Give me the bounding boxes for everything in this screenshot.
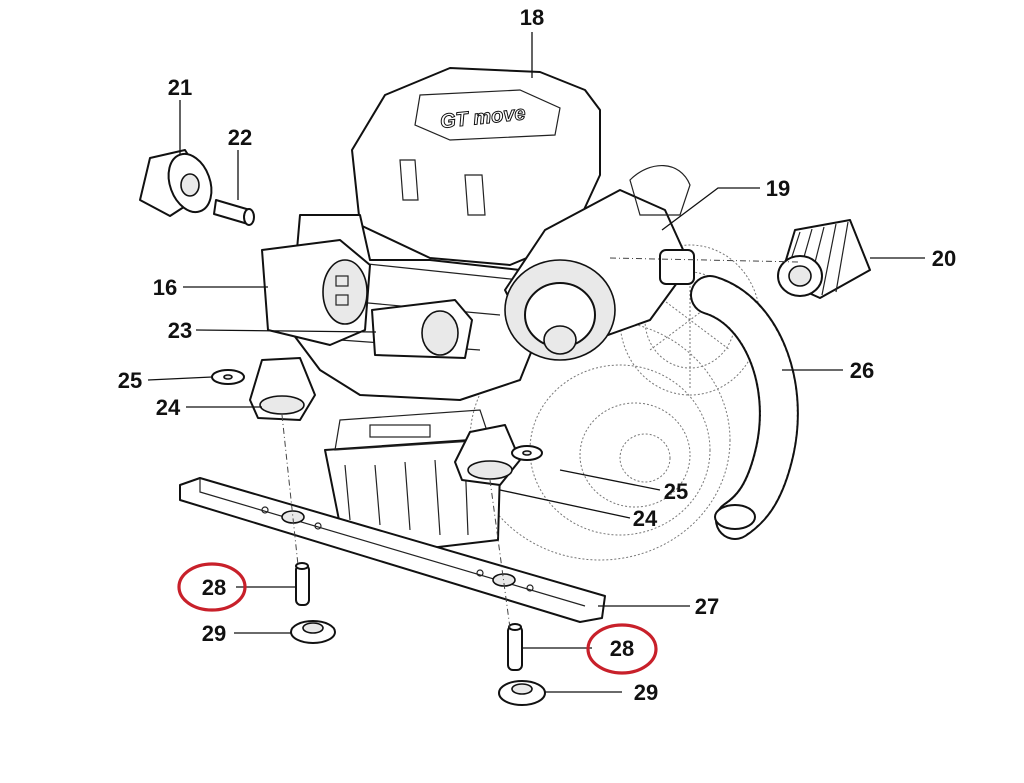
callout-26: 26 xyxy=(850,358,874,383)
valve-cover xyxy=(351,67,601,266)
callout-27: 27 xyxy=(695,594,719,619)
part-28-pin-right xyxy=(507,623,523,671)
leader-lines xyxy=(147,32,925,693)
part-20-filter-element xyxy=(777,219,871,299)
callout-24-right: 24 xyxy=(633,506,658,531)
callout-23: 23 xyxy=(168,318,192,343)
part-21-bushing xyxy=(139,149,213,217)
part-29-grommet-left xyxy=(290,620,336,644)
callout-29-right: 29 xyxy=(634,680,658,705)
part-29-grommet-right xyxy=(498,680,546,706)
callout-19: 19 xyxy=(766,176,790,201)
engine-mounts xyxy=(249,357,521,486)
callout-28-right: 28 xyxy=(610,636,634,661)
callout-24-left: 24 xyxy=(156,395,181,420)
callout-labels: 18 21 22 19 20 16 23 25 24 26 25 24 27 2… xyxy=(118,5,956,705)
callout-21: 21 xyxy=(168,75,192,100)
callout-29-left: 29 xyxy=(202,621,226,646)
callout-28-left: 28 xyxy=(202,575,226,600)
part-27-rail xyxy=(179,477,606,623)
part-22-pin xyxy=(213,199,255,226)
highlight-circle-28-right xyxy=(586,623,658,675)
engine-assembly: GT move xyxy=(261,67,695,549)
callout-22: 22 xyxy=(228,125,252,150)
callout-18: 18 xyxy=(520,5,544,30)
callout-25-left: 25 xyxy=(118,368,142,393)
callout-25-right: 25 xyxy=(664,479,688,504)
highlight-circle-28-left xyxy=(177,562,247,612)
part-28-pin-left xyxy=(295,562,310,606)
callout-20: 20 xyxy=(932,246,956,271)
intake-hose xyxy=(690,275,799,540)
callout-16: 16 xyxy=(153,275,177,300)
